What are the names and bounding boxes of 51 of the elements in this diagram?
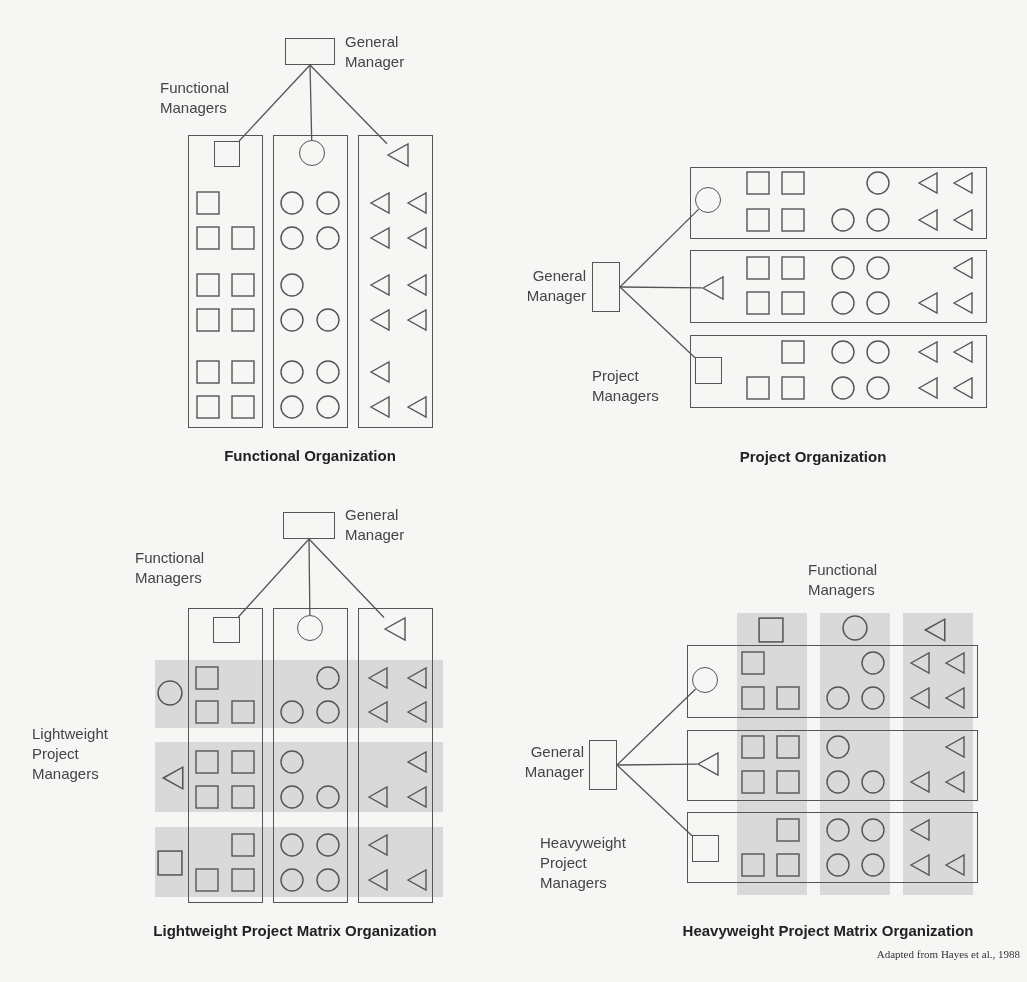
manager-box xyxy=(592,262,620,312)
node-caption: General Manager xyxy=(523,742,584,782)
group-label: Heavyweight Project Managers xyxy=(540,833,627,893)
manager-box xyxy=(285,38,335,65)
connector-line xyxy=(309,64,388,145)
manager-box xyxy=(213,617,240,643)
panel-caption: Lightweight Project Matrix Organization xyxy=(153,921,437,941)
source-note: Adapted from Hayes et al., 1988 xyxy=(876,947,1020,962)
group-frame xyxy=(687,812,978,883)
connector-line xyxy=(619,286,696,359)
connector-line xyxy=(616,764,693,837)
group-label: Project Managers xyxy=(592,366,660,406)
node-caption: General Manager xyxy=(525,266,586,306)
connector-line xyxy=(308,538,311,616)
node-caption: General Manager xyxy=(345,32,406,72)
manager-triangle xyxy=(384,617,406,641)
manager-box xyxy=(214,141,240,167)
panel-caption: Functional Organization xyxy=(224,446,396,466)
connector-line xyxy=(237,538,310,618)
connector-line xyxy=(616,688,697,766)
connector-line xyxy=(619,208,700,288)
manager-triangle xyxy=(697,752,719,776)
panel-caption: Project Organization xyxy=(739,447,887,467)
connector-line xyxy=(619,286,703,289)
group-frame xyxy=(687,730,978,801)
group-label: Functional Managers xyxy=(135,548,206,588)
connector-line xyxy=(238,64,311,142)
manager-box xyxy=(692,835,719,862)
group-frame xyxy=(273,608,348,903)
manager-triangle xyxy=(702,276,724,300)
node-caption: General Manager xyxy=(345,505,406,545)
manager-box xyxy=(283,512,335,539)
connector-line xyxy=(309,64,313,141)
group-frame xyxy=(188,135,263,428)
manager-box xyxy=(589,740,617,790)
group-frame xyxy=(690,250,987,323)
group-frame xyxy=(358,135,433,428)
connector-line xyxy=(616,763,698,766)
manager-box xyxy=(695,357,722,384)
group-frame xyxy=(690,167,987,239)
group-label: Functional Managers xyxy=(160,78,231,118)
connector-line xyxy=(308,538,385,619)
group-frame xyxy=(273,135,348,428)
group-label: Lightweight Project Managers xyxy=(32,724,109,784)
group-label: Functional Managers xyxy=(808,560,879,600)
panel-caption: Heavyweight Project Matrix Organization xyxy=(682,921,974,941)
group-frame xyxy=(188,608,263,903)
group-frame xyxy=(690,335,987,408)
manager-triangle xyxy=(387,143,409,167)
group-frame xyxy=(358,608,433,903)
group-frame xyxy=(687,645,978,718)
